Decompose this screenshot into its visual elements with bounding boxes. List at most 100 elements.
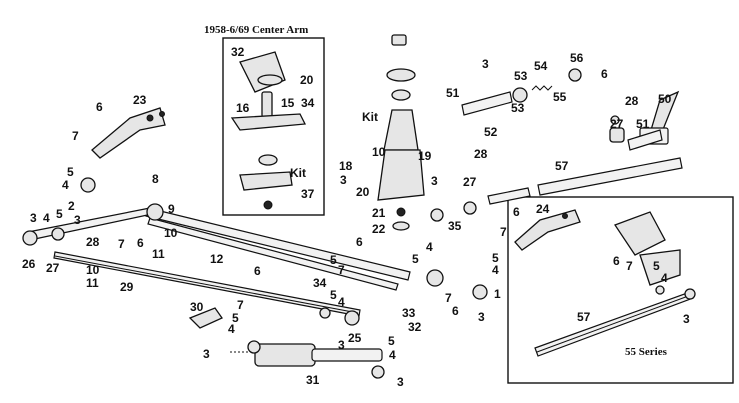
label-26: 26	[22, 257, 36, 271]
adjuster-sleeve	[487, 187, 531, 205]
label-3-left: 3	[74, 213, 81, 227]
label-4-mid2: 4	[338, 295, 345, 309]
label-6-left: 6	[96, 100, 103, 114]
bracket-30	[188, 307, 223, 329]
label-3-damper2: 3	[397, 375, 404, 389]
label-29: 29	[120, 280, 134, 294]
label-21: 21	[372, 206, 386, 220]
label-4-low: 4	[228, 322, 235, 336]
label-6-right: 6	[513, 205, 520, 219]
label-4-farleft: 4	[43, 211, 50, 225]
idler-support-51	[461, 68, 582, 116]
label-27b: 27	[463, 175, 477, 189]
label-4-right: 4	[492, 263, 499, 277]
label-7-mid: 7	[118, 237, 125, 251]
label-20b: 20	[356, 185, 370, 199]
label-34a: 34	[301, 96, 315, 110]
label-3-low2: 3	[338, 338, 345, 352]
label-15: 15	[281, 96, 295, 110]
label-55a: 55	[553, 90, 567, 104]
drag-link-series-55	[534, 291, 694, 357]
series-55-inset-title: 55 Series	[625, 346, 668, 358]
label-6-s55: 6	[613, 254, 620, 268]
label-5-center2: 5	[412, 252, 419, 266]
label-10b: 10	[164, 226, 178, 240]
label-5-left: 5	[67, 165, 74, 179]
label-5-low: 5	[232, 311, 239, 325]
label-52: 52	[484, 125, 498, 139]
label-28b: 28	[474, 147, 488, 161]
label-6-mid2: 6	[254, 264, 261, 278]
label-53b: 53	[511, 101, 525, 115]
idler-support-right	[609, 127, 663, 151]
label-27c: 27	[46, 261, 60, 275]
label-7-right: 7	[500, 225, 507, 239]
label-25: 25	[348, 331, 362, 345]
label-18: 18	[339, 159, 353, 173]
label-10a: 10	[372, 145, 386, 159]
label-7-left: 7	[72, 129, 79, 143]
label-31: 31	[306, 373, 320, 387]
label-4-left: 4	[62, 178, 69, 192]
series-55-inset-box	[507, 196, 734, 384]
label-10c: 10	[86, 263, 100, 277]
label-23: 23	[133, 93, 147, 107]
label-34b: 34	[313, 276, 327, 290]
label-4-s55: 4	[661, 271, 668, 285]
label-7-mid2: 7	[445, 291, 452, 305]
idler-arm-24	[514, 209, 581, 251]
label-12: 12	[210, 252, 224, 266]
label-3-top: 3	[482, 57, 489, 71]
label-53a: 53	[514, 69, 528, 83]
label-37: 37	[301, 187, 315, 201]
label-6-center: 6	[356, 235, 363, 249]
part-labels: 32 20 16 15 34 Kit 37 3 53 54 56 6 51 55…	[22, 45, 690, 389]
label-6-mid: 6	[137, 236, 144, 250]
label-5-right: 5	[492, 251, 499, 265]
label-22: 22	[372, 222, 386, 236]
label-8: 8	[152, 172, 159, 186]
label-32a: 32	[231, 45, 245, 59]
label-33: 33	[402, 306, 416, 320]
label-2: 2	[68, 199, 75, 213]
series-55-steering-box	[614, 211, 681, 295]
label-11b: 11	[86, 276, 99, 290]
center-arm-inset-title: 1958-6/69 Center Arm	[204, 24, 308, 36]
label-3-mid: 3	[340, 173, 347, 187]
steering-damper-31	[230, 340, 385, 379]
label-28c: 28	[86, 235, 100, 249]
label-27a: 27	[610, 117, 624, 131]
label-19: 19	[418, 149, 432, 163]
label-50: 50	[658, 92, 672, 106]
label-kit-a: Kit	[290, 166, 306, 180]
label-5-s55: 5	[653, 259, 660, 273]
center-arm-inset-box	[222, 37, 325, 216]
label-32b: 32	[408, 320, 422, 334]
idler-arm-23	[91, 107, 166, 159]
label-5-center: 5	[330, 253, 337, 267]
label-5-farleft: 5	[56, 207, 63, 221]
label-5-mid2: 5	[330, 288, 337, 302]
label-7-center: 7	[338, 263, 345, 277]
inset-center-arm-parts	[230, 51, 307, 210]
cross-tube-57	[537, 157, 683, 196]
label-54: 54	[534, 59, 548, 73]
label-30: 30	[190, 300, 204, 314]
label-3-mid2: 3	[431, 174, 438, 188]
label-51a: 51	[446, 86, 460, 100]
label-57b: 57	[577, 310, 591, 324]
label-51b: 51	[636, 117, 650, 131]
label-3-farleft: 3	[30, 211, 37, 225]
label-56: 56	[570, 51, 584, 65]
label-11a: 11	[152, 247, 165, 261]
label-3-s55: 3	[683, 312, 690, 326]
label-7-s55: 7	[626, 259, 633, 273]
label-6-mid3: 6	[452, 304, 459, 318]
label-3-damper: 3	[203, 347, 210, 361]
tie-rod-ends	[22, 115, 696, 326]
label-9: 9	[168, 202, 175, 216]
label-4-center: 4	[426, 240, 433, 254]
label-35: 35	[448, 219, 462, 233]
label-4-damper: 4	[389, 348, 396, 362]
